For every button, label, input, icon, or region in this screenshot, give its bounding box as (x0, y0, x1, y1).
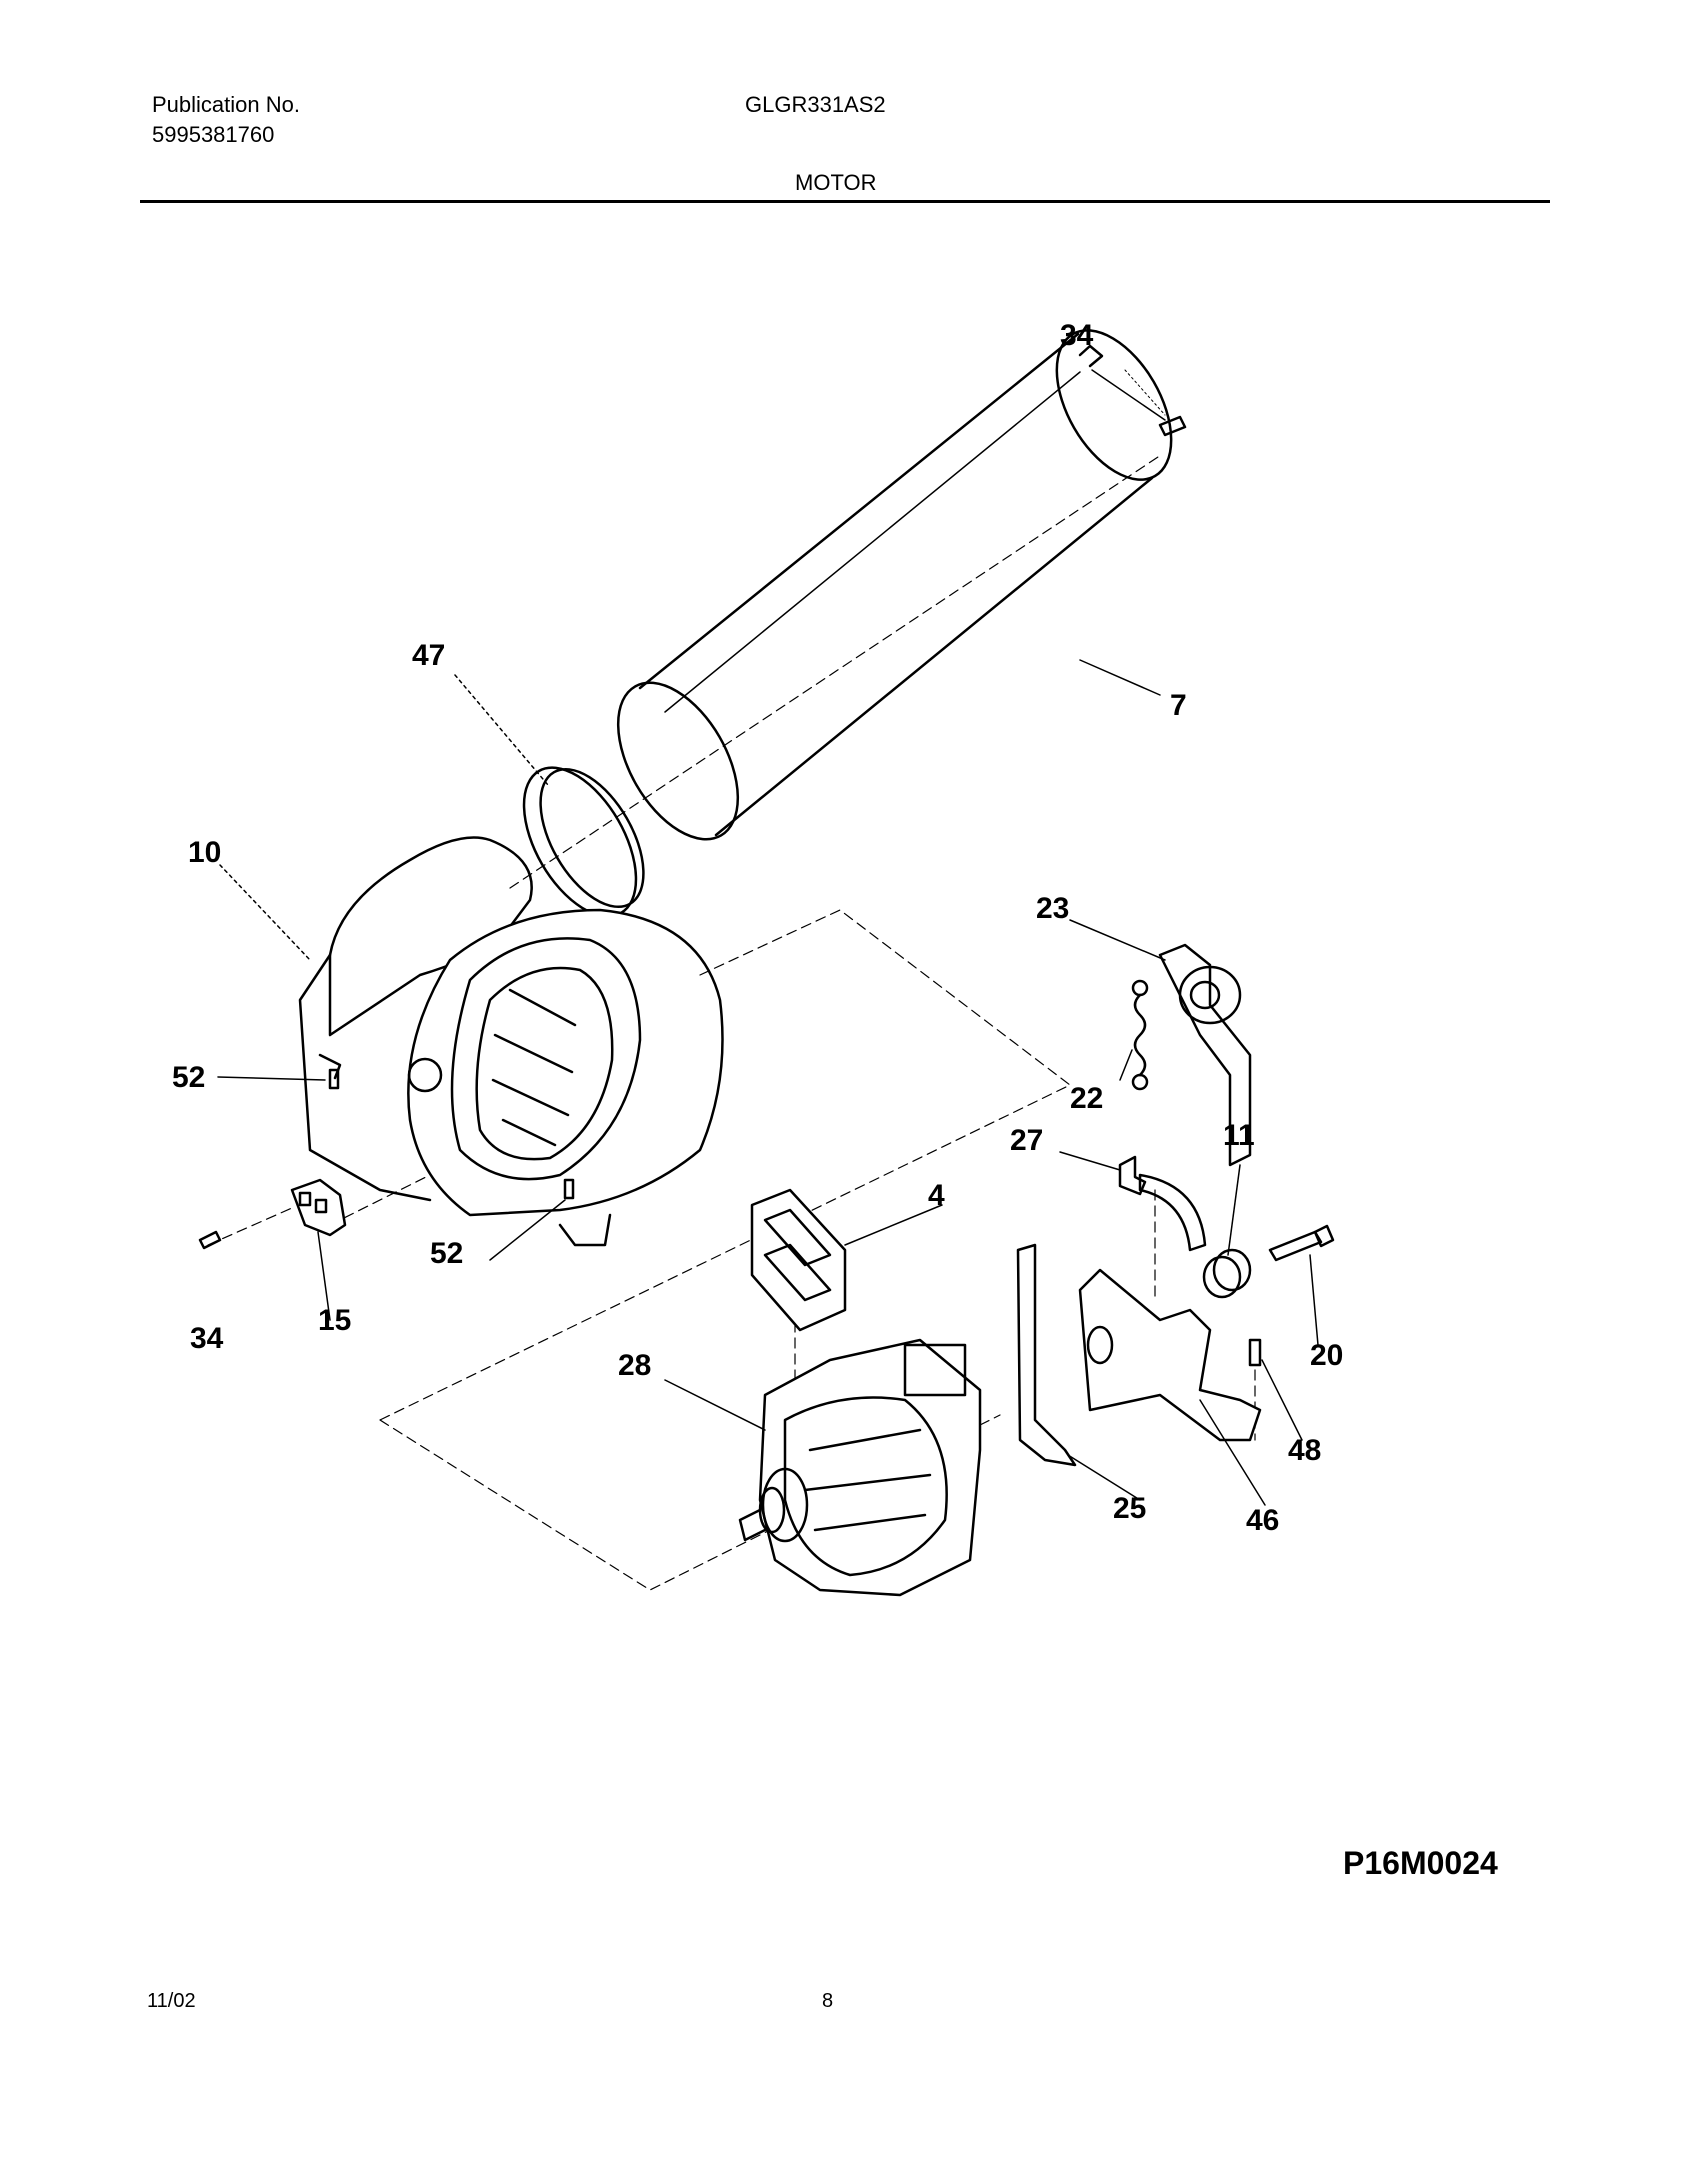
bracket-23-drawing (1158, 943, 1252, 1167)
spring-22-drawing (1131, 979, 1149, 1091)
label-34-lower: 34 (190, 1322, 224, 1355)
switch-15-drawing (290, 1178, 347, 1237)
label-23: 23 (1036, 892, 1069, 925)
leader-lines (217, 369, 1319, 1506)
label-4: 4 (928, 1179, 945, 1212)
clip-27-drawing (1118, 1155, 1207, 1252)
exhaust-duct-drawing (616, 329, 1173, 841)
screw-52-drawings (328, 1068, 575, 1200)
part-labels: 34 7 47 10 23 22 52 11 27 4 52 20 34 15 … (172, 319, 1343, 1537)
label-20: 20 (1310, 1339, 1343, 1372)
label-34-top: 34 (1060, 319, 1094, 352)
screw-48-drawing (1248, 1338, 1262, 1367)
label-11: 11 (1223, 1119, 1255, 1152)
label-7: 7 (1170, 689, 1187, 722)
label-22: 22 (1070, 1082, 1103, 1115)
label-46: 46 (1246, 1504, 1279, 1537)
model-number: GLGR331AS2 (745, 92, 886, 117)
section-title: MOTOR (795, 170, 877, 195)
publication-number: 5995381760 (152, 122, 275, 147)
screw-34-top-drawing (1158, 415, 1187, 437)
bolt-20-drawing (1268, 1224, 1335, 1262)
mount-4-drawing (750, 1188, 847, 1332)
idler-11-drawing (1202, 1248, 1252, 1299)
label-10: 10 (188, 836, 221, 869)
label-52-upper: 52 (172, 1061, 205, 1094)
bracket-46-drawing (1078, 1268, 1262, 1442)
label-47: 47 (412, 639, 445, 672)
assembly-lines (207, 456, 1256, 1591)
motor-28-drawing (738, 1338, 982, 1597)
publication-label: Publication No. (152, 92, 300, 117)
publication-date: 11/02 (147, 1990, 196, 2012)
page-number: 8 (822, 1990, 834, 2012)
header-rule (140, 200, 1550, 203)
label-48: 48 (1288, 1434, 1321, 1467)
blower-housing-drawing (298, 836, 724, 1247)
label-52-lower: 52 (430, 1237, 463, 1270)
label-27: 27 (1010, 1124, 1043, 1157)
label-25: 25 (1113, 1492, 1146, 1525)
screw-34-lower-drawing (198, 1230, 222, 1250)
strap-25-drawing (1016, 1243, 1077, 1467)
label-15: 15 (318, 1304, 351, 1337)
figure-code: P16M0024 (1343, 1845, 1498, 1881)
label-28: 28 (618, 1349, 651, 1382)
